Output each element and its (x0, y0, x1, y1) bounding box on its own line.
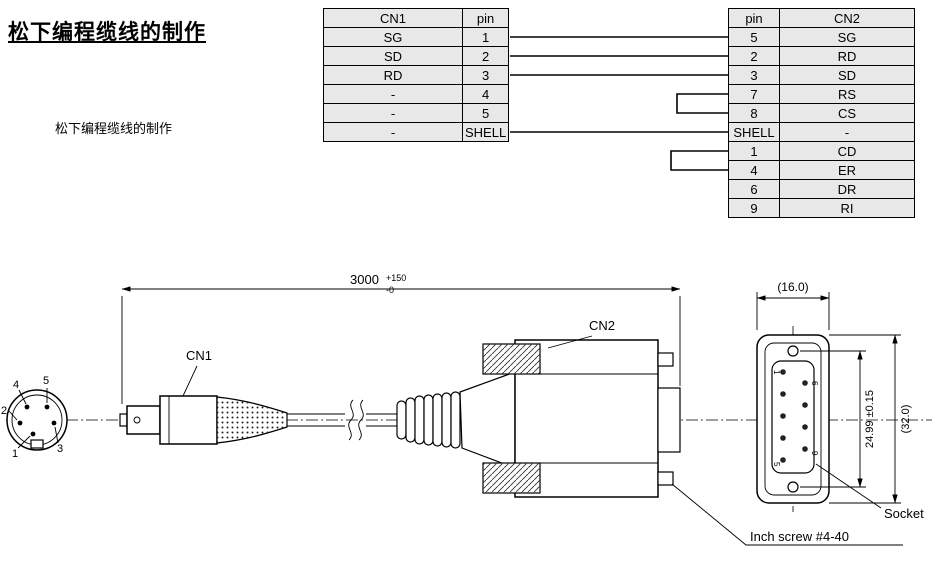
signal-cell: - (779, 122, 915, 142)
pin-cell: 2 (461, 46, 510, 66)
cn1-label: CN1 (186, 348, 212, 363)
signal-cell: RD (323, 65, 463, 85)
inch-screw-post (657, 471, 674, 486)
pin-cell: 7 (728, 84, 780, 104)
thumbscrew-top (483, 344, 540, 374)
cn2-header: CN2 (779, 8, 915, 28)
dim-height-text: (32.0) (900, 405, 912, 434)
dim-length-text: 3000 (350, 272, 379, 287)
pin-cell: 3 (461, 65, 510, 85)
pin-cell: 5 (728, 27, 780, 47)
pin-cell: 8 (728, 103, 780, 123)
pin-cell: SHELL (728, 122, 780, 142)
page-title: 松下编程缆线的制作 (8, 21, 206, 44)
pin-cell: 9 (728, 198, 780, 218)
table-row: 3 SD (728, 65, 915, 85)
jumper-cd-er (670, 150, 728, 171)
din-pin4-label: 4 (13, 379, 19, 391)
signal-cell: SG (779, 27, 915, 47)
signal-cell: CS (779, 103, 915, 123)
pin-cell: 4 (461, 84, 510, 104)
table-row: 1 CD (728, 141, 915, 161)
pin-cell: 6 (728, 179, 780, 199)
table-row: 7 RS (728, 84, 915, 104)
db9-pin1-label: 1 (772, 370, 781, 375)
signal-cell: SD (779, 65, 915, 85)
thumbscrew-bottom (483, 463, 540, 493)
cn1-plug: CN1 (119, 348, 288, 445)
break-symbol (348, 399, 354, 441)
table-row: RD 3 (323, 65, 510, 85)
pin-cell: 3 (728, 65, 780, 85)
db9-socket-face: (16.0) 1 6 5 9 (756, 280, 830, 504)
dim-pin-span-text: 24.99 ±0.15 (864, 390, 876, 448)
din-connector-face: 4 5 2 3 1 (1, 375, 68, 460)
table-row: 2 RD (728, 46, 915, 66)
table-row: 4 ER (728, 160, 915, 180)
db9-pin6-label: 6 (810, 381, 819, 386)
pin-header: pin (461, 8, 510, 28)
db9-dimensions: 24.99 ±0.15 (32.0) (800, 334, 912, 504)
table-row: 9 RI (728, 198, 915, 218)
signal-cell: - (323, 84, 463, 104)
table-row: - 5 (323, 103, 510, 123)
pin-cell: SHELL (461, 122, 510, 142)
socket-callout: Socket (815, 463, 924, 521)
dimension-length: 3000 +150 -0 (121, 272, 681, 404)
dim-width-text: (16.0) (777, 280, 808, 294)
cn2-housing: CN2 (482, 318, 681, 498)
dim-length-tol-plus: +150 (386, 273, 406, 283)
signal-cell: SD (323, 46, 463, 66)
db9-pin5-label: 5 (772, 462, 781, 467)
pin-cell: 4 (728, 160, 780, 180)
socket-label: Socket (884, 506, 924, 521)
inch-screw-label: Inch screw #4-40 (750, 529, 849, 544)
wiring-lines (510, 36, 728, 171)
table-row: - 4 (323, 84, 510, 104)
pin-cell: 1 (728, 141, 780, 161)
din-pin3-label: 3 (57, 443, 63, 455)
db9-pin9-label: 9 (810, 451, 819, 456)
table-row: pin CN2 (728, 8, 915, 28)
cable (287, 399, 398, 441)
din-pin1-label: 1 (12, 448, 18, 460)
cn2-pin-table: pin CN2 5 SG 2 RD 3 SD 7 RS 8 CS (728, 8, 915, 218)
pin-cell: 2 (728, 46, 780, 66)
signal-cell: - (323, 103, 463, 123)
pin-cell: 5 (461, 103, 510, 123)
inch-screw-callout: Inch screw #4-40 (671, 483, 903, 546)
pin-cell: 1 (461, 27, 510, 47)
subtitle: 松下编程缆线的制作 (55, 121, 173, 136)
signal-cell: DR (779, 179, 915, 199)
table-row: SG 1 (323, 27, 510, 47)
table-row: 8 CS (728, 103, 915, 123)
table-row: SHELL - (728, 122, 915, 142)
signal-cell: - (323, 122, 463, 142)
strain-relief-boot (396, 371, 516, 469)
signal-cell: RD (779, 46, 915, 66)
table-row: 5 SG (728, 27, 915, 47)
signal-cell: CD (779, 141, 915, 161)
signal-cell: RI (779, 198, 915, 218)
cn1-header: CN1 (323, 8, 463, 28)
signal-cell: RS (779, 84, 915, 104)
db9-d-insert (771, 360, 815, 474)
cn2-label: CN2 (589, 318, 615, 333)
table-row: CN1 pin (323, 8, 510, 28)
din-pin2-label: 2 (1, 405, 7, 417)
table-row: SD 2 (323, 46, 510, 66)
jumper-rs-cs (676, 93, 728, 114)
dim-length-tol-minus: -0 (386, 285, 394, 295)
din-pin5-label: 5 (43, 375, 49, 387)
signal-cell: SG (323, 27, 463, 47)
pin-header: pin (728, 8, 780, 28)
signal-cell: ER (779, 160, 915, 180)
cn1-pin-table: CN1 pin SG 1 SD 2 RD 3 - 4 - 5 (323, 8, 510, 142)
table-row: - SHELL (323, 122, 510, 142)
table-row: 6 DR (728, 179, 915, 199)
